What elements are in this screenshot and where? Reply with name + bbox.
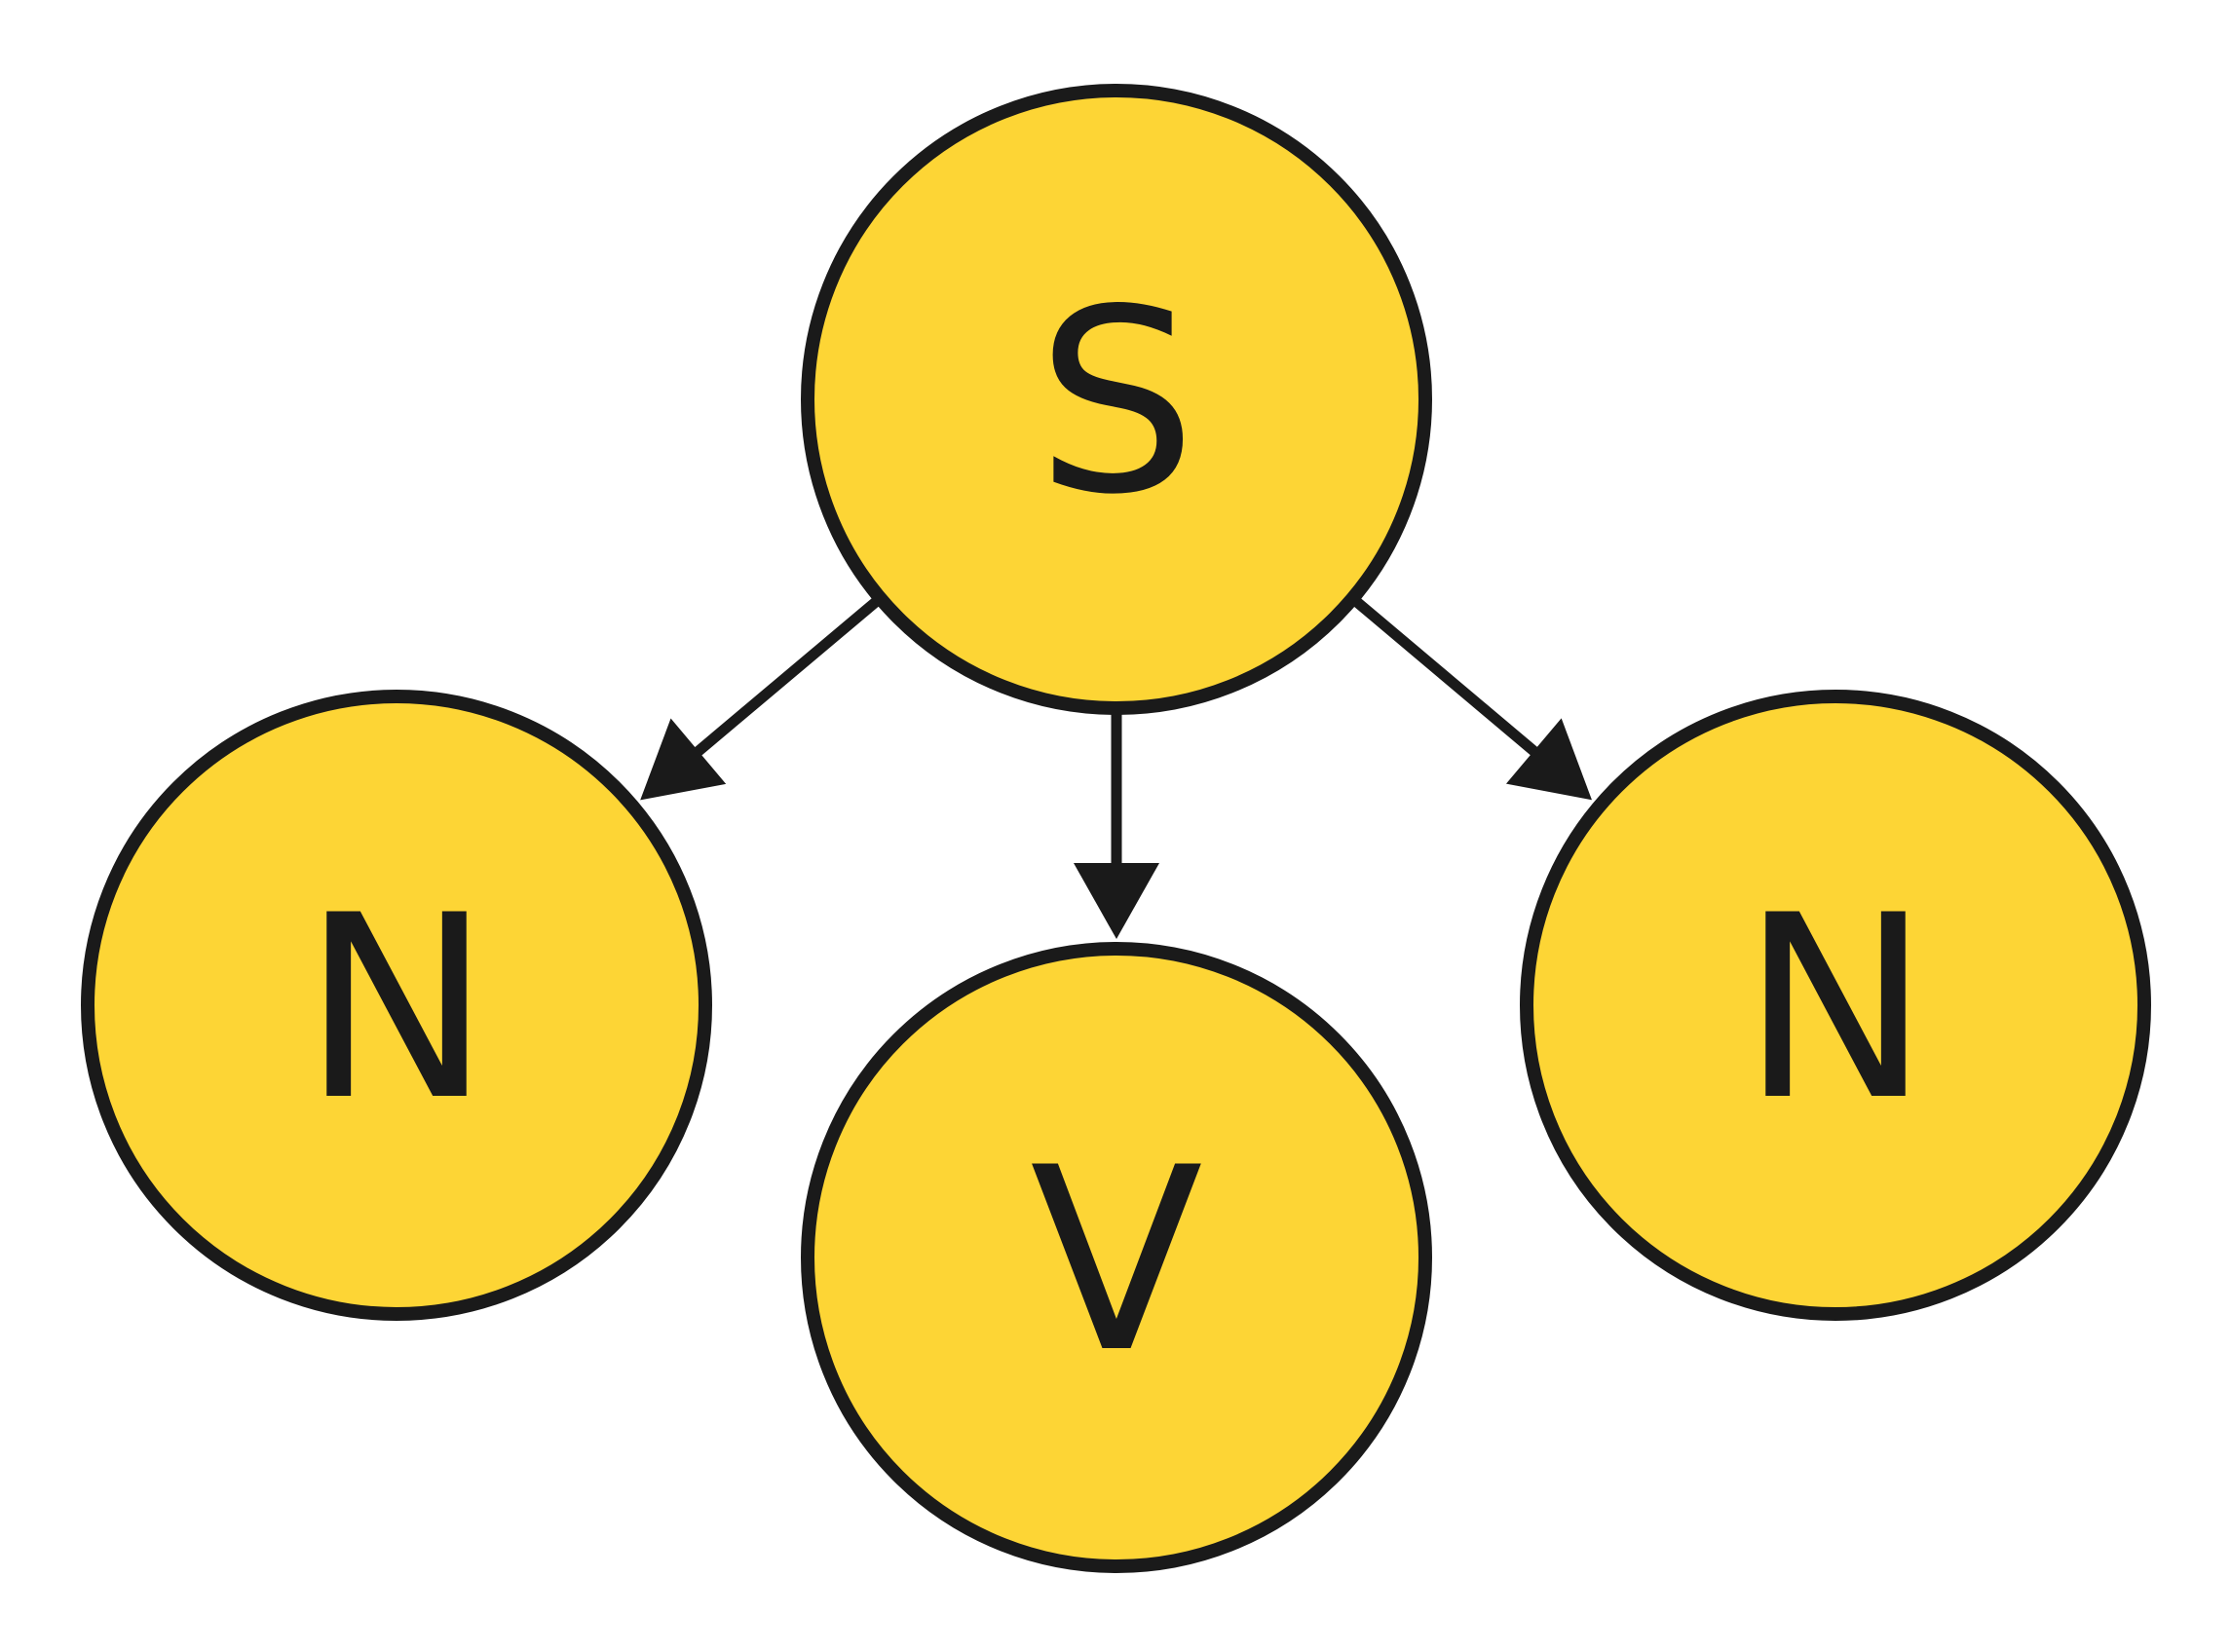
edge-root-to-middle-1 <box>1074 712 1159 939</box>
node-circle <box>801 84 1432 715</box>
node-root: S <box>801 84 1432 715</box>
edge-root-to-left-0 <box>640 596 881 801</box>
node-label: S <box>1036 256 1196 550</box>
node-circle <box>1520 690 2151 1321</box>
edges-layer <box>640 596 1592 939</box>
edge-line <box>692 596 881 758</box>
edge-root-to-right-2 <box>1351 596 1592 801</box>
node-left: N <box>81 690 712 1321</box>
edge-line <box>1351 596 1540 758</box>
node-label: N <box>1741 862 1931 1156</box>
node-middle: V <box>801 942 1432 1573</box>
arrowhead <box>1505 718 1592 801</box>
node-label: V <box>1030 1114 1204 1408</box>
node-right: N <box>1520 690 2151 1321</box>
nodes-layer: S N V N <box>81 84 2151 1573</box>
arrowhead <box>640 718 727 801</box>
node-circle <box>801 942 1432 1573</box>
arrowhead <box>1074 863 1159 939</box>
node-circle <box>81 690 712 1321</box>
node-label: N <box>302 862 492 1156</box>
